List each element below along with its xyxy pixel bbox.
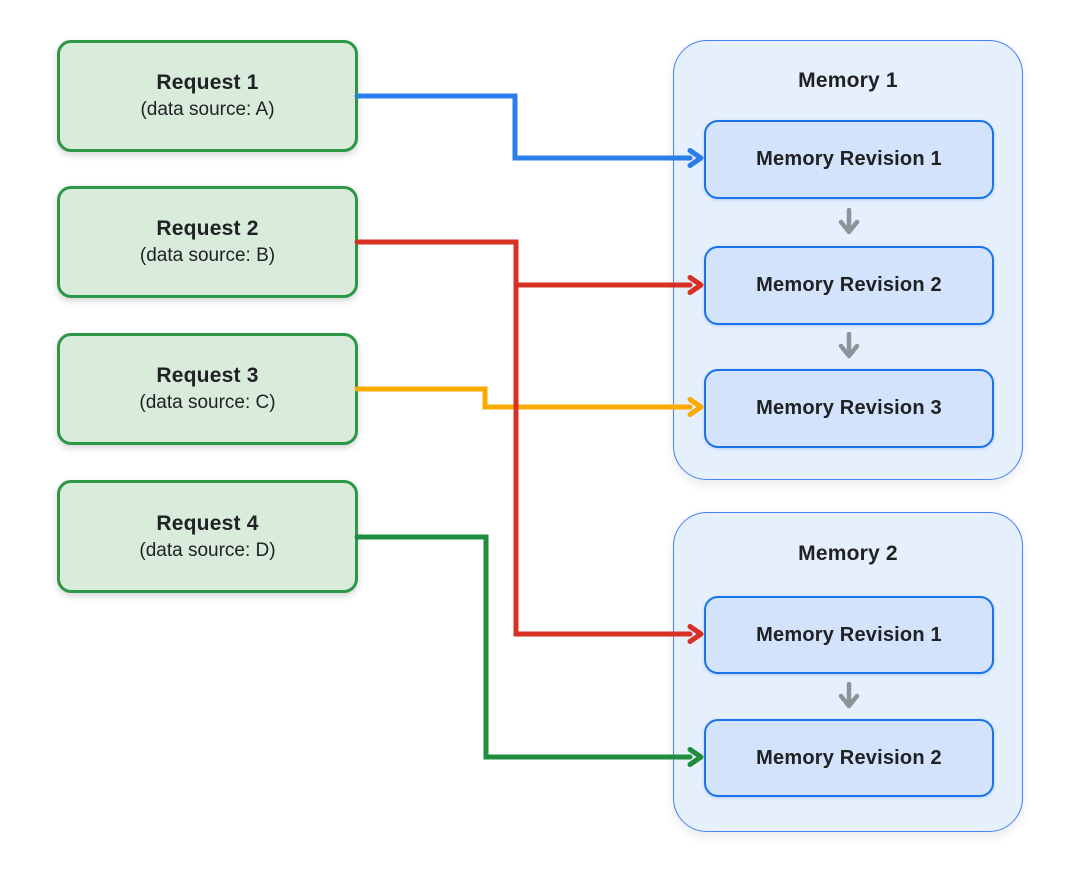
flow-down-arrow-icon bbox=[838, 332, 860, 359]
memory-2-revision-box-1: Memory Revision 1 bbox=[704, 596, 994, 674]
request-box-2: Request 2 (data source: B) bbox=[57, 186, 358, 298]
flow-down-arrow-icon bbox=[838, 681, 860, 708]
memory-1-revision-box-3: Memory Revision 3 bbox=[704, 369, 994, 448]
memory-title: Memory 2 bbox=[798, 542, 898, 565]
connector-request-3-to-memory-1-memory-revision-3 bbox=[354, 386, 704, 417]
connector-request-4-to-memory-2-memory-revision-2 bbox=[354, 534, 704, 767]
memory-1-revision-box-2: Memory Revision 2 bbox=[704, 246, 994, 325]
connector-request-2-to-memory-2-memory-revision-1 bbox=[513, 282, 704, 644]
request-box-3: Request 3 (data source: C) bbox=[57, 333, 358, 445]
request-data-source: (data source: A) bbox=[140, 99, 275, 120]
request-title: Request 2 bbox=[156, 217, 259, 240]
request-box-4: Request 4 (data source: D) bbox=[57, 480, 358, 593]
flow-down-arrow-icon bbox=[838, 207, 860, 234]
memory-2-revision-box-2: Memory Revision 2 bbox=[704, 719, 994, 797]
memory-title: Memory 1 bbox=[798, 68, 898, 92]
memory-1-revision-box-1: Memory Revision 1 bbox=[704, 120, 994, 199]
request-title: Request 3 bbox=[156, 364, 259, 387]
request-data-source: (data source: D) bbox=[139, 539, 276, 561]
request-title: Request 1 bbox=[156, 71, 259, 94]
request-data-source: (data source: C) bbox=[139, 392, 276, 413]
connector-request-1-to-memory-1-memory-revision-1 bbox=[354, 93, 704, 168]
connector-request-2-to-memory-1-memory-revision-2 bbox=[354, 239, 704, 295]
memory-container-1: Memory 1 Memory Revision 1 Memory Revisi… bbox=[673, 40, 1023, 480]
request-title: Request 4 bbox=[156, 511, 259, 535]
request-data-source: (data source: B) bbox=[139, 245, 276, 266]
memory-container-2: Memory 2 Memory Revision 1 Memory Revisi… bbox=[673, 512, 1023, 832]
request-box-1: Request 1 (data source: A) bbox=[57, 40, 358, 152]
